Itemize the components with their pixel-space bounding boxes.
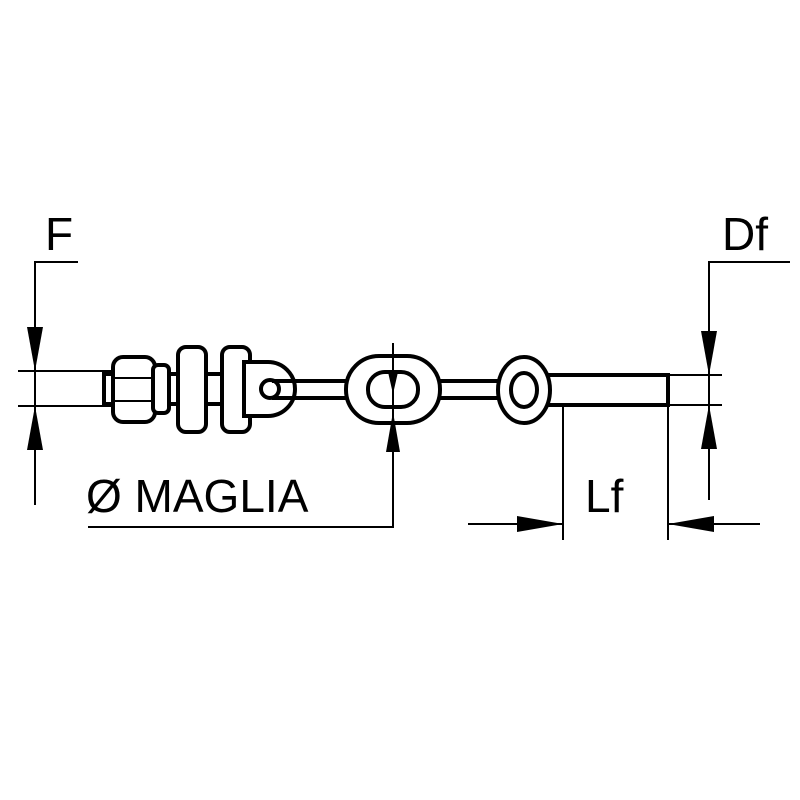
label-lf: Lf xyxy=(585,470,624,522)
dimension-df: Df xyxy=(668,208,790,500)
arrow-down-icon xyxy=(388,372,398,394)
dimension-lf: Lf xyxy=(468,405,760,540)
arrow-up-icon xyxy=(701,405,717,449)
arrow-right-icon xyxy=(517,516,563,532)
label-df: Df xyxy=(722,208,768,260)
washer-left xyxy=(176,345,208,434)
label-maglia: Ø MAGLIA xyxy=(86,470,309,522)
ring-and-pin xyxy=(496,355,670,425)
dimension-f: F xyxy=(18,208,118,505)
pin xyxy=(546,373,670,407)
arrow-up-icon xyxy=(27,406,43,450)
eye-hole xyxy=(259,378,281,400)
spring-washer xyxy=(151,363,171,415)
hex-nut xyxy=(111,355,157,424)
arrow-left-icon xyxy=(668,516,714,532)
chain xyxy=(272,343,520,425)
arrow-down-icon xyxy=(27,327,43,371)
arrow-down-icon xyxy=(701,331,717,375)
eye-plate xyxy=(242,360,297,418)
label-f: F xyxy=(45,208,73,260)
dimension-maglia: Ø MAGLIA xyxy=(86,372,400,528)
arrow-up-icon xyxy=(386,412,400,452)
bolt-assembly xyxy=(102,345,256,434)
